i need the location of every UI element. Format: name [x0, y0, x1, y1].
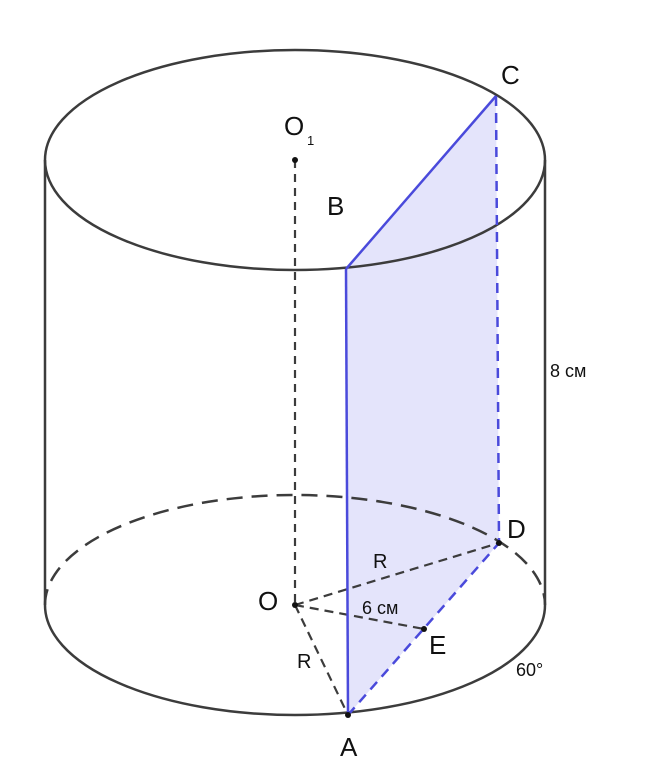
label-o1-subscript: 1 — [307, 133, 314, 148]
edge-cd — [494, 95, 501, 544]
point-a — [345, 712, 351, 718]
label-e: E — [429, 630, 446, 660]
point-d — [496, 540, 502, 546]
point-o1 — [292, 157, 298, 163]
label-d: D — [507, 514, 526, 544]
label-o: O — [258, 586, 278, 616]
bottom-base-front-arc — [43, 604, 547, 717]
label-a: A — [340, 732, 358, 762]
label-b: B — [327, 191, 344, 221]
point-o — [292, 602, 298, 608]
label-radius-od: R — [373, 551, 387, 573]
bottom-base-back-arc — [43, 493, 547, 606]
edge-bc — [345, 95, 497, 270]
label-o1: O — [284, 111, 304, 141]
label-angle: 60° — [516, 660, 543, 680]
label-oe-distance: 6 см — [362, 598, 398, 618]
edge-ab — [344, 268, 350, 716]
point-e — [421, 626, 427, 632]
section-plane-fill — [346, 96, 499, 715]
segment-oe — [294, 603, 425, 631]
radius-od — [294, 541, 500, 607]
label-c: C — [501, 60, 520, 90]
edge-ad — [347, 542, 500, 716]
label-radius-oa: R — [297, 651, 311, 673]
radius-oa — [294, 604, 349, 716]
label-height: 8 см — [550, 361, 586, 381]
